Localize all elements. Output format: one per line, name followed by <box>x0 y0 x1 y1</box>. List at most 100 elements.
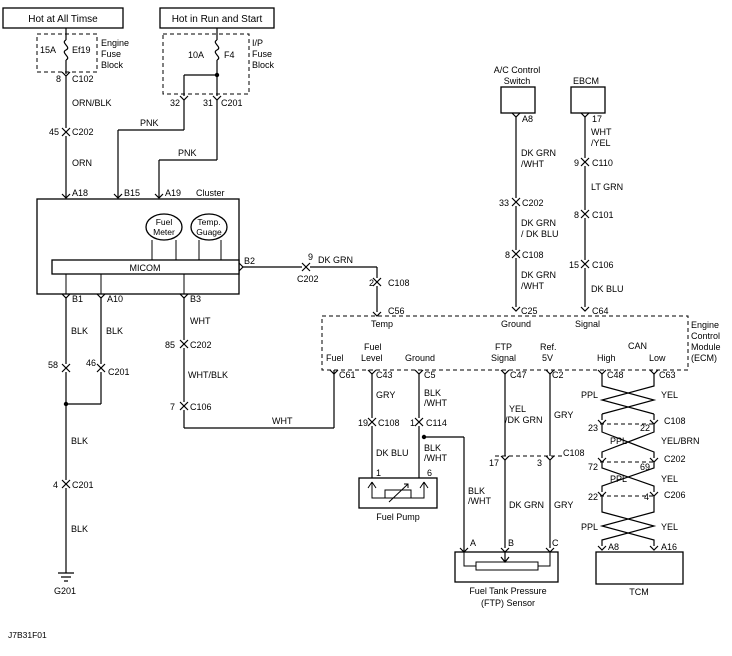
svg-text:Fuel: Fuel <box>156 217 173 227</box>
svg-text:C206: C206 <box>664 490 686 500</box>
svg-text:15A: 15A <box>40 45 56 55</box>
diagram-id: J7B31F01 <box>8 630 47 640</box>
svg-text:BLK: BLK <box>71 436 88 446</box>
svg-text:DK GRN: DK GRN <box>318 255 353 265</box>
can-twisted-pair <box>597 374 659 551</box>
svg-text:(FTP) Sensor: (FTP) Sensor <box>481 598 535 608</box>
fuse-f4-icon <box>214 39 220 61</box>
svg-text:Ground: Ground <box>501 319 531 329</box>
cluster-module <box>36 198 240 295</box>
svg-text:C25: C25 <box>521 306 538 316</box>
ebcm-module <box>570 86 606 114</box>
svg-text:Fuel Pump: Fuel Pump <box>376 512 420 522</box>
svg-text:4: 4 <box>53 480 58 490</box>
svg-text:CAN: CAN <box>628 341 647 351</box>
connector-c202-icon <box>61 127 71 137</box>
svg-text:WHT/BLK: WHT/BLK <box>188 370 228 380</box>
svg-text:LT GRN: LT GRN <box>591 182 623 192</box>
svg-text:Block: Block <box>252 60 275 70</box>
micom-block <box>51 259 240 275</box>
svg-text:C114: C114 <box>426 418 447 428</box>
svg-text:BLK: BLK <box>71 524 88 534</box>
svg-text:B3: B3 <box>190 294 201 304</box>
svg-text:PNK: PNK <box>140 118 159 128</box>
svg-text:ORN/BLK: ORN/BLK <box>72 98 112 108</box>
svg-text:C106: C106 <box>592 260 614 270</box>
svg-text:17: 17 <box>489 458 499 468</box>
svg-text:Module: Module <box>691 342 721 352</box>
svg-text:Ef19: Ef19 <box>72 45 91 55</box>
svg-text:BLK: BLK <box>106 326 123 336</box>
tcm-module <box>595 551 684 585</box>
svg-text:C102: C102 <box>72 74 94 84</box>
svg-text:C101: C101 <box>592 210 614 220</box>
svg-text:15: 15 <box>569 260 579 270</box>
svg-text:BLK: BLK <box>424 388 441 398</box>
svg-text:PPL: PPL <box>581 522 598 532</box>
svg-text:Fuel: Fuel <box>326 353 344 363</box>
svg-text:/YEL: /YEL <box>591 138 611 148</box>
svg-text:8: 8 <box>505 250 510 260</box>
svg-text:1: 1 <box>376 468 381 478</box>
svg-text:DK BLU: DK BLU <box>376 448 409 458</box>
svg-text:Cluster: Cluster <box>196 188 225 198</box>
svg-text:DK GRN: DK GRN <box>521 218 556 228</box>
svg-text:6: 6 <box>427 468 432 478</box>
svg-text:C108: C108 <box>664 416 686 426</box>
svg-text:C202: C202 <box>522 198 544 208</box>
svg-text:8: 8 <box>574 210 579 220</box>
svg-text:C108: C108 <box>378 418 400 428</box>
svg-text:PNK: PNK <box>178 148 197 158</box>
svg-text:C202: C202 <box>297 274 319 284</box>
svg-text:A10: A10 <box>107 294 123 304</box>
svg-text:7: 7 <box>170 402 175 412</box>
svg-text:19: 19 <box>358 418 368 428</box>
svg-text:46: 46 <box>86 358 96 368</box>
svg-text:8: 8 <box>56 74 61 84</box>
svg-text:A19: A19 <box>165 188 181 198</box>
svg-text:B1: B1 <box>72 294 83 304</box>
svg-text:C202: C202 <box>664 454 686 464</box>
svg-text:C108: C108 <box>522 250 544 260</box>
engine-fuse-block <box>36 33 98 73</box>
svg-text:32: 32 <box>170 98 180 108</box>
svg-text:YEL: YEL <box>661 390 678 400</box>
svg-text:2: 2 <box>369 278 374 288</box>
svg-text:31: 31 <box>203 98 213 108</box>
fuel-meter-gauge <box>145 213 183 241</box>
svg-text:5V: 5V <box>542 353 553 363</box>
ftp-sensor <box>454 551 559 583</box>
svg-text:C61: C61 <box>339 370 356 380</box>
svg-text:C201: C201 <box>72 480 94 490</box>
svg-text:PPL: PPL <box>581 390 598 400</box>
svg-text:C64: C64 <box>592 306 609 316</box>
svg-text:Ground: Ground <box>405 353 435 363</box>
svg-text:WHT: WHT <box>591 127 612 137</box>
svg-text:YEL: YEL <box>661 474 678 484</box>
svg-text:GRY: GRY <box>554 500 573 510</box>
ip-fuse-block <box>162 33 250 95</box>
svg-text:69: 69 <box>640 462 650 472</box>
svg-text:22: 22 <box>588 492 598 502</box>
svg-text:23: 23 <box>588 423 598 433</box>
svg-text:B2: B2 <box>244 256 255 266</box>
svg-text:22: 22 <box>640 423 650 433</box>
svg-text:PPL: PPL <box>610 474 627 484</box>
svg-text:GRY: GRY <box>554 410 573 420</box>
svg-text:(ECM): (ECM) <box>691 353 717 363</box>
svg-text:DK BLU: DK BLU <box>591 284 624 294</box>
svg-text:A: A <box>470 538 476 548</box>
svg-text:Fuse: Fuse <box>252 49 272 59</box>
svg-text:9: 9 <box>308 252 313 262</box>
svg-text:Temp: Temp <box>371 319 393 329</box>
svg-text:Engine: Engine <box>101 38 129 48</box>
svg-text:C106: C106 <box>190 402 212 412</box>
svg-text:FTP: FTP <box>495 342 512 352</box>
svg-text:C201: C201 <box>108 367 130 377</box>
temp-gauge <box>190 213 228 241</box>
svg-text:YEL: YEL <box>661 522 678 532</box>
svg-text:C108: C108 <box>388 278 410 288</box>
svg-text:A18: A18 <box>72 188 88 198</box>
svg-text:C108: C108 <box>563 448 585 458</box>
svg-text:1: 1 <box>410 418 415 428</box>
